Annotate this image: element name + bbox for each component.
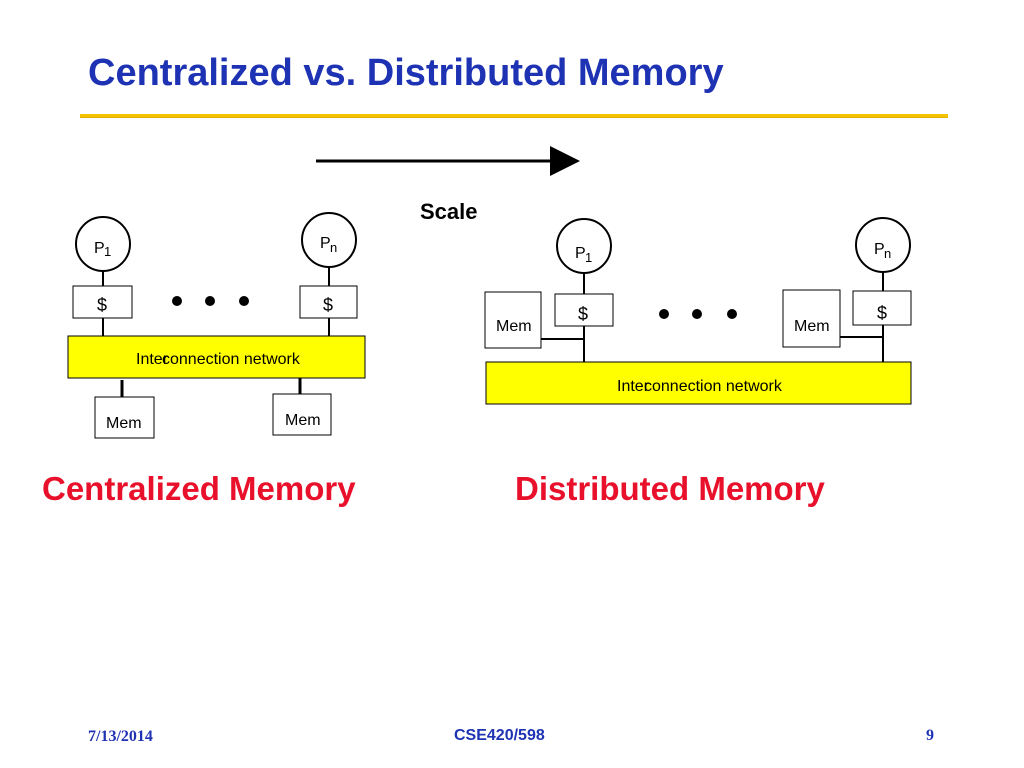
ellipsis-dot <box>659 309 669 319</box>
processor-n <box>855 217 911 273</box>
slide-title: Centralized vs. Distributed Memory <box>88 52 724 94</box>
memory-n <box>782 289 841 348</box>
interconnection-network <box>67 335 366 379</box>
processor-n <box>301 212 357 268</box>
network-label-part-b: connection network <box>644 378 783 395</box>
cache-n-label: $ <box>323 295 333 315</box>
cache-n <box>852 290 912 326</box>
centralized-memory-caption: Centralized Memory <box>42 470 356 507</box>
memory-2 <box>272 393 332 436</box>
cache-1-label: $ <box>97 295 107 315</box>
processor-1-label: P <box>94 240 105 257</box>
cache-n <box>299 285 358 319</box>
cache-n-label: $ <box>877 303 887 323</box>
title-divider <box>80 114 948 118</box>
processor-1-subscript: 1 <box>585 250 592 265</box>
interconnection-network <box>485 361 912 405</box>
processor-1 <box>556 218 612 274</box>
processor-n-subscript: n <box>330 240 337 255</box>
processor-n-label: P <box>320 235 331 252</box>
distributed-memory-diagram: P 1 P n Mem Mem $ $ Inter connection net… <box>484 217 912 405</box>
network-label-part-a: Inter <box>617 378 650 395</box>
memory-1 <box>484 291 542 349</box>
processor-n-subscript: n <box>884 246 891 261</box>
ellipsis-dot <box>727 309 737 319</box>
processor-n-label: P <box>874 241 885 258</box>
ellipsis-dot <box>205 296 215 306</box>
distributed-memory-caption: Distributed Memory <box>515 470 825 507</box>
network-label-part-a: Inter <box>136 351 169 368</box>
ellipsis-dot <box>239 296 249 306</box>
cache-1 <box>554 293 614 327</box>
memory-1-label: Mem <box>496 318 532 335</box>
page-number: 9 <box>926 727 934 744</box>
ellipsis-dot <box>692 309 702 319</box>
footer-date: 7/13/2014 <box>88 728 153 745</box>
scale-label: Scale <box>420 199 478 224</box>
memory-n-label: Mem <box>794 318 830 335</box>
ellipsis-dot <box>172 296 182 306</box>
processor-1-subscript: 1 <box>104 244 111 259</box>
memory-1 <box>94 396 155 439</box>
cache-1-label: $ <box>578 304 588 324</box>
processor-1-label: P <box>575 245 586 262</box>
centralized-memory-diagram: P 1 P n $ $ Inter connection network Mem… <box>67 212 366 439</box>
network-label-part-b: connection network <box>162 351 301 368</box>
processor-1 <box>75 216 131 272</box>
memory-1-label: Mem <box>106 415 142 432</box>
cache-1 <box>72 285 133 319</box>
memory-2-label: Mem <box>285 412 321 429</box>
footer-course: CSE420/598 <box>454 727 545 744</box>
